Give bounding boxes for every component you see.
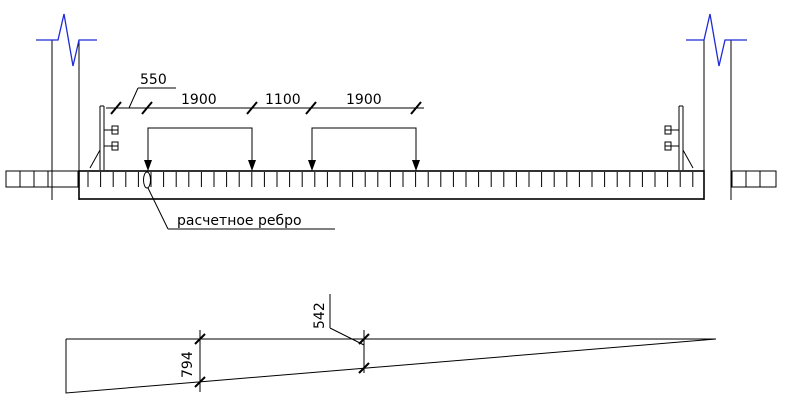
design-rib-callout: расчетное ребро — [143, 171, 335, 230]
ordinate-794: 794 — [180, 351, 196, 378]
left-bearing-strip — [5, 170, 79, 188]
design-rib-label: расчетное ребро — [177, 213, 302, 229]
ordinate-542: 542 — [312, 302, 328, 329]
dimension-550: 550 — [140, 72, 167, 88]
dimension-chain: 550 1900 1100 1900 — [106, 72, 424, 115]
load-arrow — [248, 160, 256, 171]
right-railing — [664, 105, 694, 170]
right-abutment — [686, 13, 747, 200]
deck-slab — [78, 170, 705, 200]
right-break-symbol — [686, 13, 747, 67]
wheel-load-left — [144, 127, 256, 171]
left-break-symbol — [36, 13, 97, 67]
load-arrow — [308, 160, 316, 171]
dimension-1900-right: 1900 — [346, 92, 382, 108]
dimension-1900-left: 1900 — [181, 92, 217, 108]
wheel-load-right — [308, 127, 420, 171]
slab-ribs — [87, 172, 694, 187]
load-arrow — [144, 160, 152, 171]
left-railing — [89, 105, 119, 170]
load-arrow — [412, 160, 420, 171]
right-bearing-strip — [731, 170, 777, 188]
design-rib-marker — [143, 171, 151, 189]
influence-line-diagram: 794 542 — [65, 294, 717, 394]
dimension-1100: 1100 — [265, 92, 301, 108]
